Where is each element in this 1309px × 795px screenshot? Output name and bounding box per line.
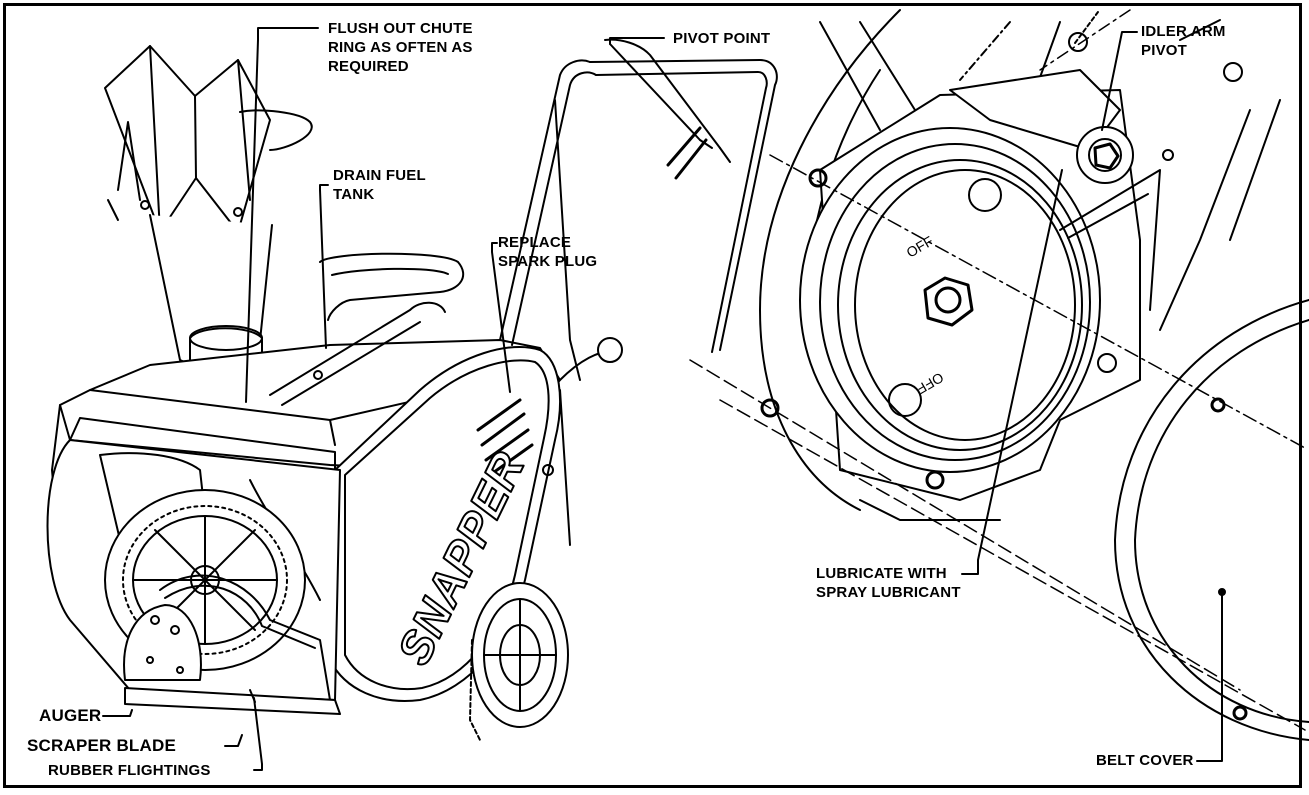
figure-border [3,3,1302,788]
mount-bolt [808,168,828,188]
leader-auger [102,709,133,717]
callout-rubber-flightings: RUBBER FLIGHTINGS [48,762,211,779]
mount-bolt [925,470,945,490]
leader-idler-bolt [1074,11,1099,44]
callout-scraper-blade: SCRAPER BLADE [27,736,177,755]
leader-lubricate [961,169,1063,575]
callout-auger: AUGER [39,706,102,725]
leader-replace-spark [491,242,511,393]
leader-belt-cover [1196,591,1223,762]
leader-flush-chute [245,27,319,403]
callout-lubricate: LUBRICATE WITH SPRAY LUBRICANT [816,565,961,601]
callout-idler-arm-pivot: IDLER ARM PIVOT [1141,23,1226,59]
callout-replace-spark-plug: REPLACE SPARK PLUG [498,234,598,270]
leader-scraper-blade [224,734,243,747]
leader-lines [102,11,1223,771]
leader-rubber-flightings [253,697,263,771]
drive-pulley: OFF OFF [799,127,1101,473]
leader-pivot-point [609,37,665,45]
rubber-flighting-paddle [123,574,331,701]
leader-idler-arm [1101,31,1138,131]
callout-drain-fuel: DRAIN FUEL TANK [333,167,426,203]
callout-flush-chute: FLUSH OUT CHUTE RING AS OFTEN AS REQUIRE… [328,20,473,75]
callout-pivot-point: PIVOT POINT [673,30,771,47]
leader-drain-fuel [319,184,329,349]
belt-cover [1114,299,1309,741]
callout-belt-cover: BELT COVER [1096,752,1194,769]
handle-assembly [499,38,778,546]
snowthrower-drawing: SNAPPER [46,38,778,741]
belt-drive-detail: OFF OFF [689,9,1309,741]
idler-arm [949,32,1243,373]
chute-deflector [104,45,271,233]
mount-bolt [760,398,780,418]
drive-wheel [469,582,569,741]
